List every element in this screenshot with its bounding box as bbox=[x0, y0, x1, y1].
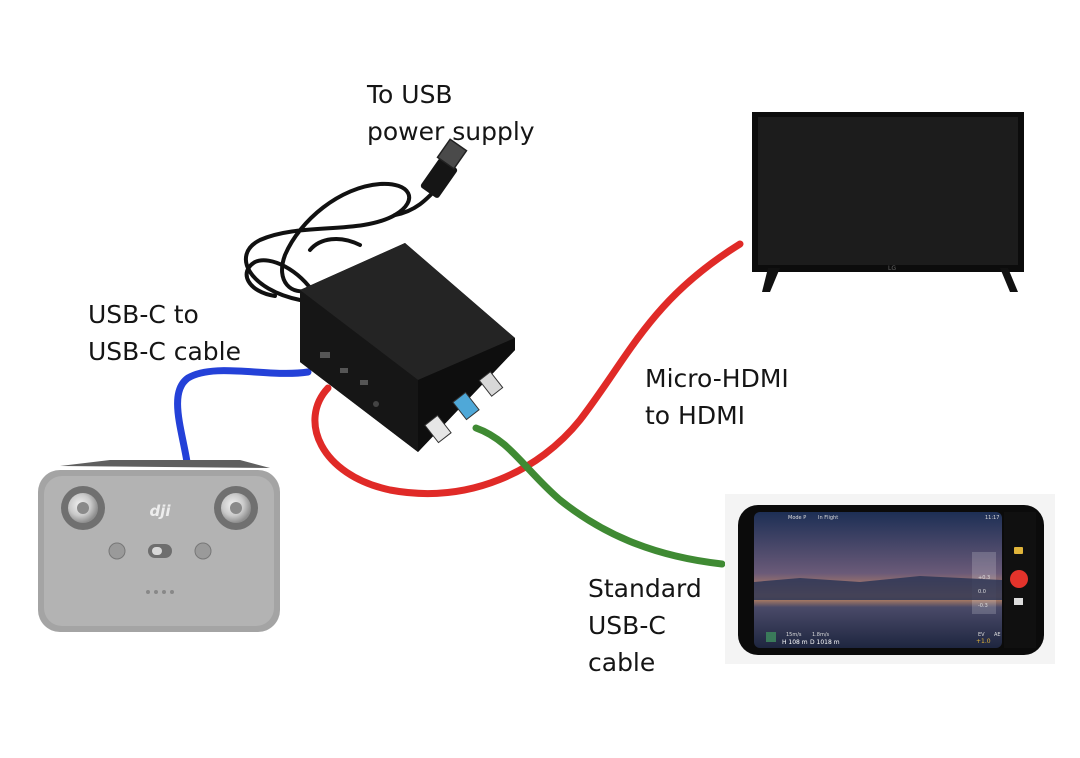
dji-logo: dji bbox=[149, 502, 171, 520]
standard-usb-c-cable-label: Standard USB-C cable bbox=[588, 570, 702, 681]
hdmi-cable-line bbox=[311, 240, 744, 497]
power-supply-label: To USB power supply bbox=[367, 76, 535, 150]
phone-speed-v: 1.8m/s bbox=[812, 632, 830, 638]
hub-box bbox=[300, 243, 515, 452]
power-supply-label-line-2: power supply bbox=[367, 117, 535, 146]
power-cable bbox=[243, 178, 447, 302]
phone-state: In Flight bbox=[818, 515, 838, 521]
television: LG bbox=[752, 112, 1024, 292]
phone-ev-top: +0.3 bbox=[978, 575, 990, 581]
usb-a-plug bbox=[420, 138, 468, 198]
standard-usb-c-cable-label-line-2: USB-C bbox=[588, 611, 666, 640]
usb-c-cable-label: USB-C to USB-C cable bbox=[88, 296, 241, 370]
usb-c-cable-label-line-1: USB-C to bbox=[88, 300, 199, 329]
dji-controller: dji bbox=[38, 460, 280, 632]
phone-ev-bottom: -0.3 bbox=[978, 603, 988, 609]
phone-ev-value: +1.0 bbox=[976, 638, 991, 645]
phone-time: 11:17 bbox=[985, 515, 999, 521]
phone-af: AE bbox=[994, 632, 1001, 638]
standard-usb-c-cable-line bbox=[472, 424, 726, 568]
phone-distance: D 1018 m bbox=[810, 639, 840, 646]
hdmi-cable-label-line-2: to HDMI bbox=[645, 401, 746, 430]
smartphone: Mode P In Flight 11:17 +0.3 0.0 -0.3 15m… bbox=[725, 494, 1055, 664]
standard-usb-c-cable-label-line-1: Standard bbox=[588, 574, 702, 603]
usb-c-cable-line bbox=[174, 367, 312, 466]
phone-ev-label: EV bbox=[978, 632, 985, 638]
hdmi-cable-label-line-1: Micro-HDMI bbox=[645, 364, 789, 393]
phone-mode: Mode P bbox=[788, 515, 806, 521]
phone-speed-h: 15m/s bbox=[786, 632, 802, 638]
standard-usb-c-cable-label-line-3: cable bbox=[588, 648, 656, 677]
hdmi-cable-label: Micro-HDMI to HDMI bbox=[645, 360, 789, 434]
tv-brand: LG bbox=[888, 265, 896, 272]
usb-c-cable-label-line-2: USB-C cable bbox=[88, 337, 242, 366]
phone-ev-mid: 0.0 bbox=[978, 589, 986, 595]
phone-height: H 108 m bbox=[782, 639, 808, 646]
power-supply-label-line-1: To USB bbox=[367, 80, 453, 109]
